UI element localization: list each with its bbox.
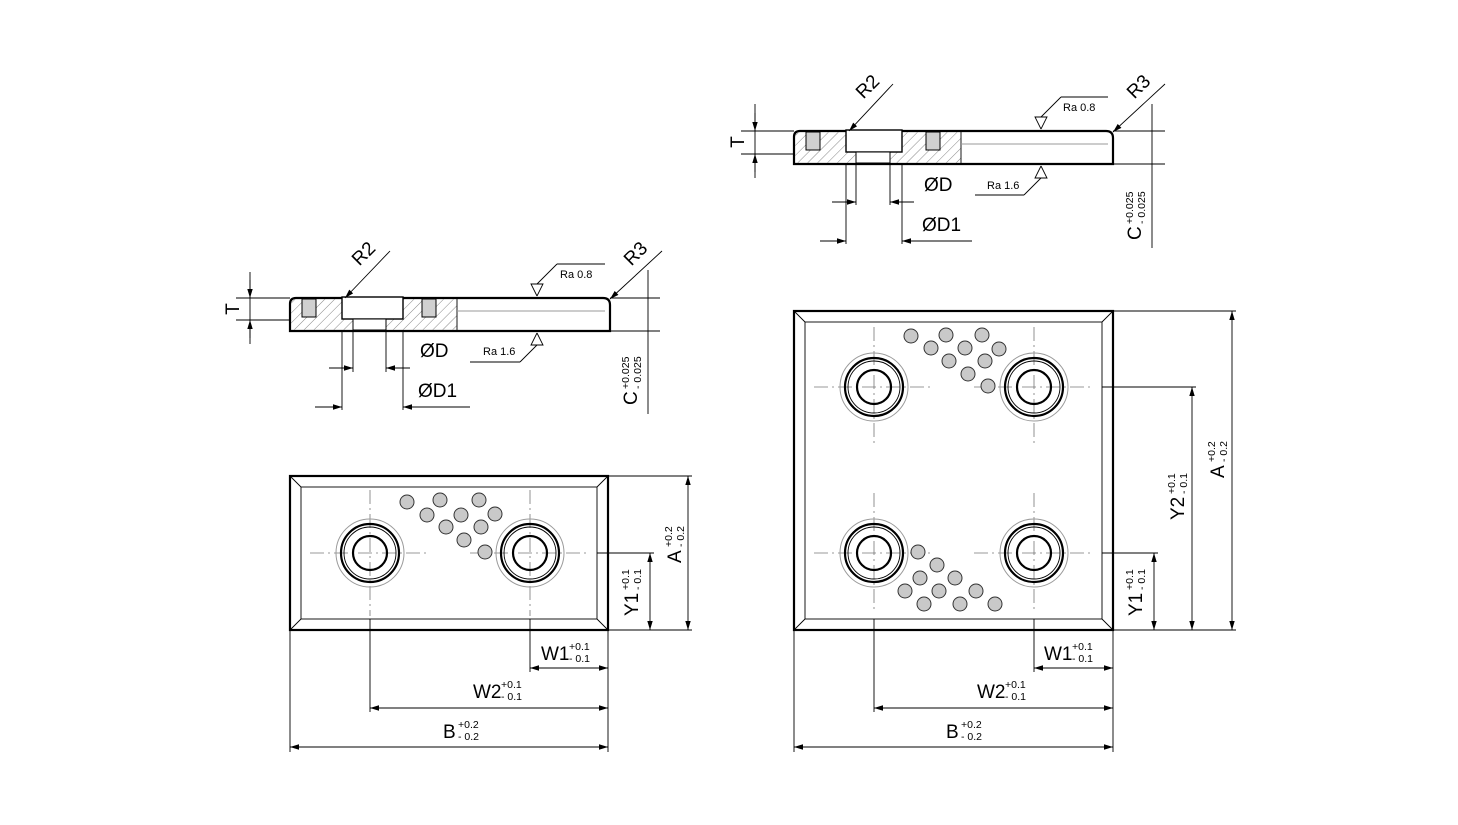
svg-text:+0.1: +0.1 [1005, 679, 1026, 691]
svg-text:- 0.2: - 0.2 [961, 731, 982, 743]
svg-text:- 0.1: - 0.1 [1072, 653, 1093, 665]
svg-text:Y1: Y1 [622, 593, 643, 616]
r2-label: R2 [348, 238, 380, 270]
svg-text:- 0.1: - 0.1 [1136, 569, 1148, 590]
t-label: T [223, 303, 244, 315]
svg-text:+0.1: +0.1 [501, 679, 522, 691]
svg-text:C: C [1125, 226, 1146, 240]
w2-dimension-label: W2 +0.1 - 0.1 [473, 679, 522, 703]
right-section-view [741, 83, 1166, 248]
a-dimension-label: A +0.2 - 0.2 [663, 526, 687, 563]
c-dimension-label: C +0.025 - 0.025 [1124, 191, 1148, 240]
svg-text:B: B [946, 722, 959, 743]
left-section-view [236, 250, 663, 414]
t-label: T [728, 136, 749, 148]
svg-text:+0.1: +0.1 [1166, 473, 1178, 494]
svg-text:C: C [621, 391, 642, 405]
a-dimension-label: A +0.2 - 0.2 [1206, 441, 1230, 478]
svg-text:- 0.2: - 0.2 [1218, 441, 1230, 462]
ra08-label: Ra 0.8 [560, 269, 592, 281]
y2-dimension-label: Y2 +0.1 - 0.1 [1166, 473, 1190, 520]
od1-label: ØD1 [922, 215, 961, 236]
ra16-label: Ra 1.6 [987, 180, 1019, 192]
svg-text:W1: W1 [541, 644, 570, 665]
svg-text:+0.1: +0.1 [569, 641, 590, 653]
svg-text:- 0.1: - 0.1 [632, 569, 644, 590]
c-dimension-label: C +0.025 - 0.025 [620, 356, 644, 405]
svg-text:A: A [1208, 465, 1229, 478]
svg-text:W2: W2 [473, 682, 502, 703]
y1-dimension-label: Y1 +0.1 - 0.1 [1124, 569, 1148, 616]
w1-dimension-label: W1 +0.1 - 0.1 [541, 641, 590, 665]
svg-text:B: B [443, 722, 456, 743]
left-plan-view [288, 474, 692, 752]
svg-text:- 0.1: - 0.1 [1005, 691, 1026, 703]
svg-text:- 0.2: - 0.2 [458, 731, 479, 743]
w1-dimension-label: W1 +0.1 - 0.1 [1044, 641, 1093, 665]
right-plan-view [792, 309, 1236, 752]
od-label: ØD [924, 175, 953, 196]
plug-pattern [399, 492, 503, 560]
svg-text:Y1: Y1 [1126, 593, 1147, 616]
svg-text:- 0.025: - 0.025 [632, 356, 644, 389]
r3-label: R3 [620, 238, 652, 270]
b-dimension-label: B +0.2 - 0.2 [946, 719, 982, 743]
od1-label: ØD1 [418, 381, 457, 402]
plug-pattern-top [903, 327, 1007, 394]
y1-dimension-label: Y1 +0.1 - 0.1 [620, 569, 644, 616]
svg-text:- 0.1: - 0.1 [501, 691, 522, 703]
svg-text:+0.1: +0.1 [1124, 569, 1136, 590]
w2-dimension-label: W2 +0.1 - 0.1 [977, 679, 1026, 703]
svg-text:- 0.025: - 0.025 [1136, 191, 1148, 224]
right-labels: T R2 R3 Ra 0.8 Ra 1.6 ØD ØD1 C +0.025 - … [728, 71, 1230, 743]
svg-text:+0.1: +0.1 [620, 569, 632, 590]
ra16-label: Ra 1.6 [483, 346, 515, 358]
svg-text:Y2: Y2 [1168, 497, 1189, 520]
svg-text:+0.2: +0.2 [458, 719, 479, 731]
svg-text:+0.025: +0.025 [620, 356, 632, 389]
r3-label: R3 [1123, 71, 1155, 103]
ra08-label: Ra 0.8 [1063, 102, 1095, 114]
svg-text:- 0.1: - 0.1 [1178, 473, 1190, 494]
svg-text:+0.2: +0.2 [663, 526, 675, 547]
svg-text:W2: W2 [977, 682, 1006, 703]
svg-text:+0.1: +0.1 [1072, 641, 1093, 653]
plug-pattern-bottom [897, 544, 1003, 612]
svg-text:W1: W1 [1044, 644, 1073, 665]
b-dimension-label: B +0.2 - 0.2 [443, 719, 479, 743]
od-label: ØD [420, 341, 449, 362]
svg-text:- 0.2: - 0.2 [675, 526, 687, 547]
svg-text:- 0.1: - 0.1 [569, 653, 590, 665]
svg-text:A: A [665, 550, 686, 563]
svg-text:+0.2: +0.2 [961, 719, 982, 731]
svg-text:+0.2: +0.2 [1206, 441, 1218, 462]
svg-text:+0.025: +0.025 [1124, 191, 1136, 224]
